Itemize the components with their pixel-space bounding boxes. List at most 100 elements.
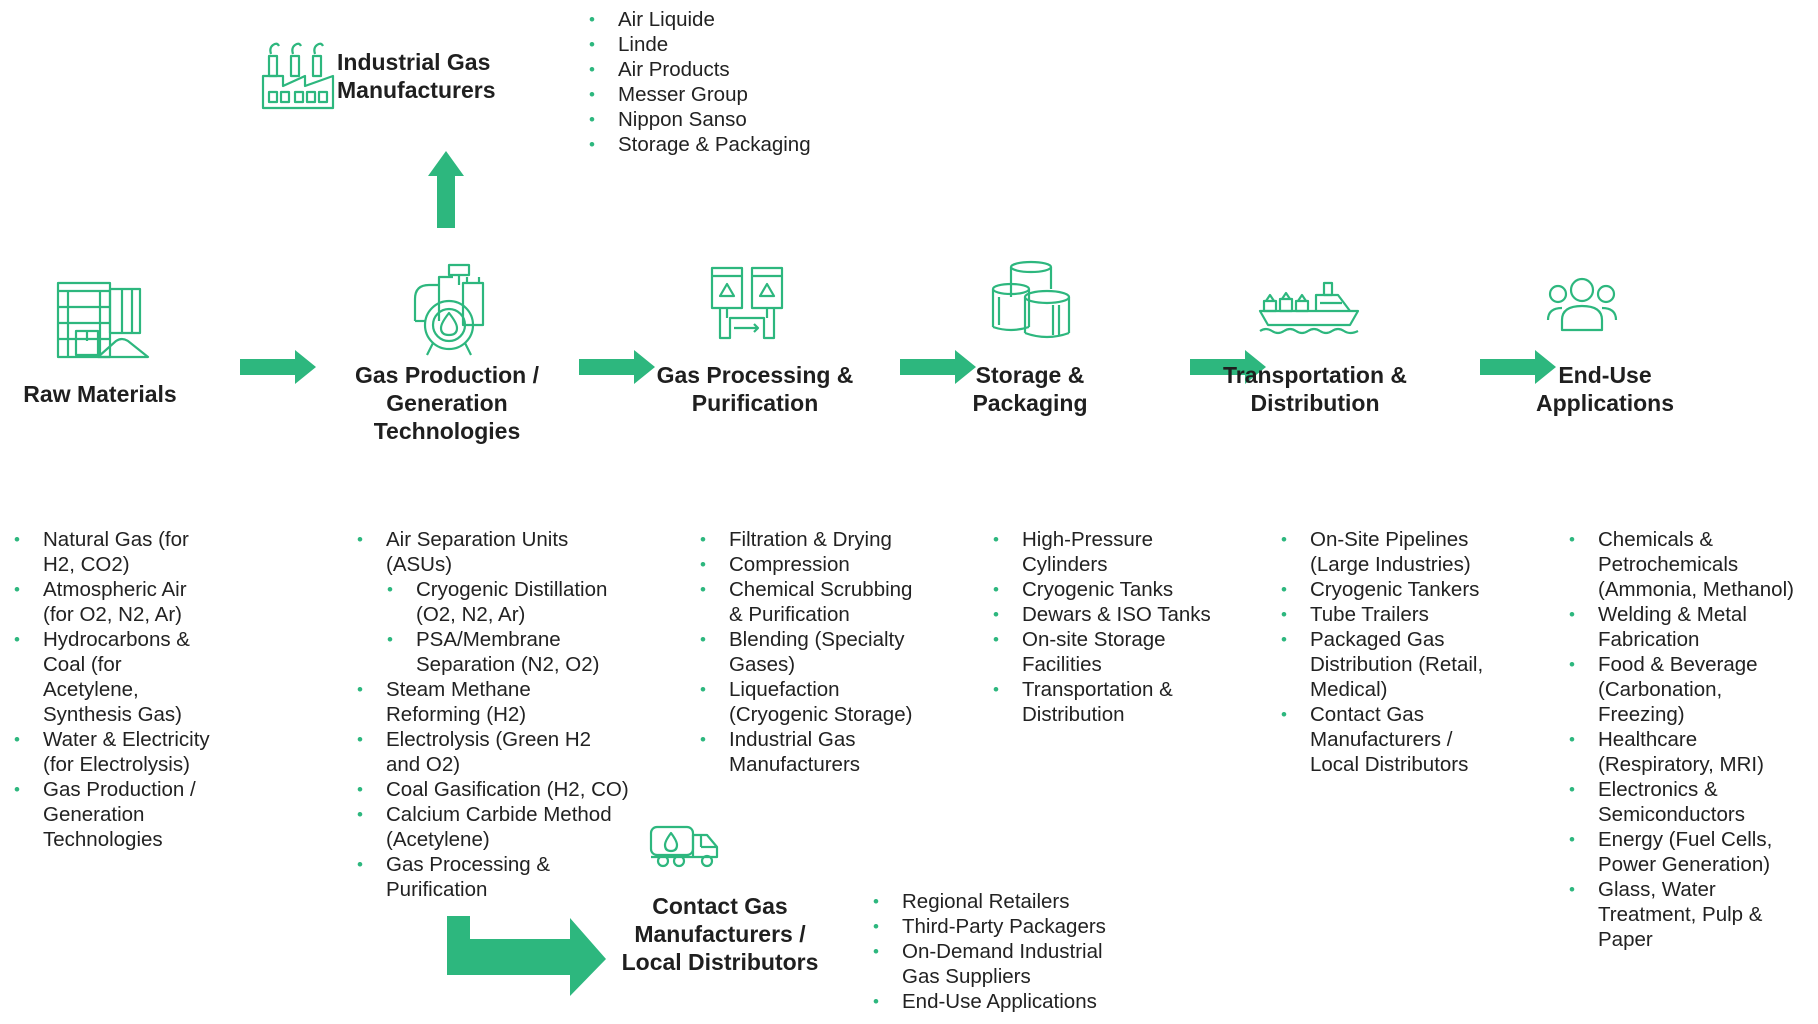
arrow-raw-to-production [240, 350, 316, 384]
list-item-line: (Carbonation, [1598, 678, 1723, 701]
list-item-line: Reforming (H2) [386, 703, 527, 726]
list-item-line: Semiconductors [1598, 803, 1745, 826]
list-gas-production: Air Separation Units(ASUs)Cryogenic Dist… [357, 527, 647, 902]
list-item-line: Energy (Fuel Cells, [1598, 828, 1773, 851]
list-item-line: On-site Storage [1022, 628, 1166, 651]
list-item-line: Coal (for [43, 653, 122, 676]
list-item-line: Separation (N2, O2) [416, 653, 600, 676]
list-item-line: (Respiratory, MRI) [1598, 753, 1764, 776]
list-item-line: On-Demand Industrial [902, 940, 1103, 963]
list-item-line: Distribution [1022, 703, 1125, 726]
list-item-line: Water & Electricity [43, 728, 210, 751]
list-item: Messer Group [589, 82, 839, 107]
list-item-line: Liquefaction [729, 678, 840, 701]
list-item-line: On-Site Pipelines [1310, 528, 1469, 551]
list-item-line: Air Products [618, 58, 730, 81]
title-line: Gas Production / [354, 362, 540, 388]
list-item-line: Packaged Gas [1310, 628, 1445, 651]
list-item: Storage & Packaging [589, 132, 839, 157]
list-item-line: (O2, N2, Ar) [416, 603, 526, 626]
arrow-transport-to-enduse [1480, 350, 1556, 384]
list-item-line: H2, CO2) [43, 553, 130, 576]
list-transportation-distribution: On-Site Pipelines(Large Industries)Cryog… [1281, 527, 1521, 777]
list-item-line: (for Electrolysis) [43, 753, 190, 776]
title-line: Local Distributors [621, 949, 819, 975]
list-item: Atmospheric Air(for O2, N2, Ar) [14, 577, 244, 627]
list-item-line: Compression [729, 553, 850, 576]
stage-title-transportation-distribution: Transportation &Distribution [1200, 361, 1430, 417]
list-item: Cryogenic Distillation(O2, N2, Ar) [357, 577, 647, 627]
list-item-line: End-Use Applications [902, 990, 1097, 1013]
list-item: Air Separation Units(ASUs) [357, 527, 647, 577]
list-item-line: Paper [1598, 928, 1653, 951]
title-line: Generation [386, 390, 508, 416]
list-item: Hydrocarbons &Coal (forAcetylene,Synthes… [14, 627, 244, 727]
list-item: Filtration & Drying [700, 527, 950, 552]
list-item: Compression [700, 552, 950, 577]
list-item-line: Manufacturers [729, 753, 861, 776]
list-item-line: Air Separation Units [386, 528, 569, 551]
list-item-line: (Large Industries) [1310, 553, 1471, 576]
list-item-line: (Ammonia, Methanol) [1598, 578, 1794, 601]
title-line: Raw Materials [23, 381, 177, 407]
list-item-line: & Purification [729, 603, 850, 626]
factory-icon [261, 40, 335, 110]
processing-icon [710, 266, 784, 342]
list-item-line: Manufacturers / [1310, 728, 1453, 751]
title-line: Industrial Gas [337, 49, 491, 75]
list-item-line: Food & Beverage [1598, 653, 1758, 676]
list-item-line: Petrochemicals [1598, 553, 1739, 576]
list-item-line: Linde [618, 33, 669, 56]
list-item-line: Chemical Scrubbing [729, 578, 913, 601]
list-item-line: Fabrication [1598, 628, 1700, 651]
title-line: Manufacturers [337, 77, 496, 103]
title-line: Storage & [975, 362, 1085, 388]
list-item-line: Electronics & [1598, 778, 1718, 801]
list-item-line: Atmospheric Air [43, 578, 187, 601]
title-line: Technologies [373, 418, 521, 444]
title-line: Applications [1535, 390, 1674, 416]
list-item-line: Coal Gasification (H2, CO) [386, 778, 629, 801]
list-item-line: Power Generation) [1598, 853, 1771, 876]
list-item-line: Transportation & [1022, 678, 1173, 701]
list-item-line: Steam Methane [386, 678, 531, 701]
list-item-line: Purification [386, 878, 488, 901]
list-item: Electronics &Semiconductors [1569, 777, 1814, 827]
list-item-line: Air Liquide [618, 8, 715, 31]
title-line: Gas Processing & [656, 362, 854, 388]
list-item-line: Glass, Water [1598, 878, 1716, 901]
list-item-line: Filtration & Drying [729, 528, 892, 551]
list-item: Calcium Carbide Method(Acetylene) [357, 802, 647, 852]
users-group-icon [1546, 276, 1618, 332]
storage-tanks-icon [991, 259, 1071, 339]
list-item-line: Gas Suppliers [902, 965, 1031, 988]
list-industrial-gas: Air LiquideLindeAir ProductsMesser Group… [589, 7, 839, 157]
list-item-line: Welding & Metal [1598, 603, 1747, 626]
list-item-line: Cryogenic Tanks [1022, 578, 1174, 601]
arrow-production-to-processing [579, 350, 655, 384]
list-item-line: Freezing) [1598, 703, 1685, 726]
list-item: Healthcare(Respiratory, MRI) [1569, 727, 1814, 777]
list-item-line: Storage & Packaging [618, 133, 811, 156]
list-item: On-Site Pipelines(Large Industries) [1281, 527, 1521, 577]
list-item-line: (for O2, N2, Ar) [43, 603, 182, 626]
list-item-line: Natural Gas (for [43, 528, 189, 551]
list-item-line: Third-Party Packagers [902, 915, 1106, 938]
list-item-line: Messer Group [618, 83, 748, 106]
list-item-line: Synthesis Gas) [43, 703, 182, 726]
list-item: Regional Retailers [873, 889, 1133, 914]
title-line: Transportation & [1222, 362, 1407, 388]
list-storage-packaging: High-PressureCylindersCryogenic TanksDew… [993, 527, 1243, 727]
list-item: Chemicals &Petrochemicals(Ammonia, Metha… [1569, 527, 1814, 602]
